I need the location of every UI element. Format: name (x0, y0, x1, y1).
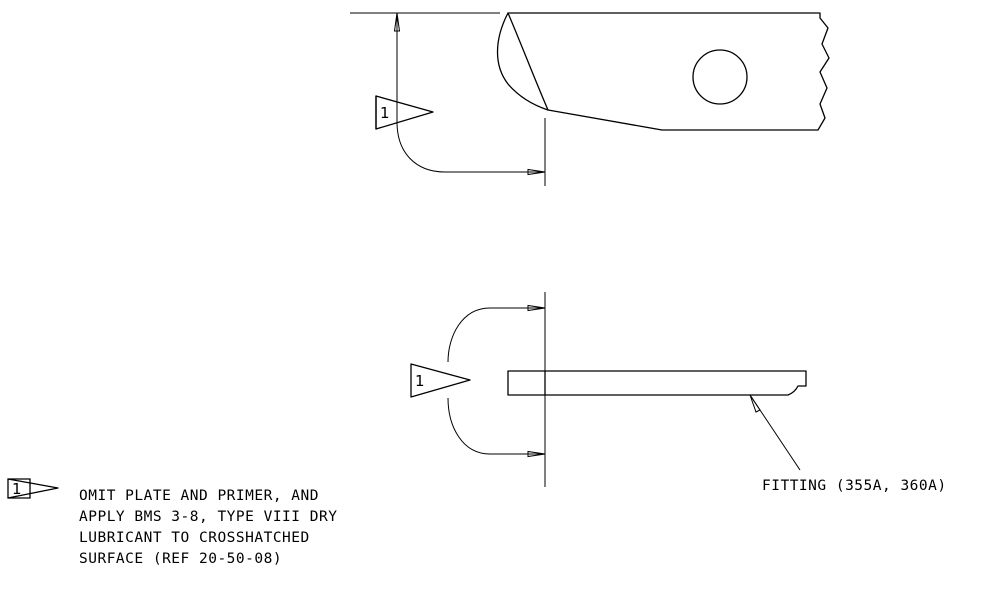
flag-note: 1 OMIT PLATE AND PRIMER, AND APPLY BMS 3… (7, 478, 337, 567)
callout-arrow-icon (749, 394, 761, 413)
bottom-flag-marker: 1 (410, 363, 471, 398)
top-leader-curve (396, 121, 545, 173)
arrow-right-upper-icon (527, 304, 546, 312)
flag-note-number: 1 (12, 480, 22, 498)
bottom-flag-number: 1 (415, 372, 425, 390)
bore-hole (692, 49, 748, 105)
flag-note-line-2: APPLY BMS 3-8, TYPE VIII DRY (79, 509, 337, 525)
top-flag-marker: 1 (375, 95, 434, 130)
flag-note-line-1: OMIT PLATE AND PRIMER, AND (79, 488, 319, 504)
bottom-hatched-surface (507, 370, 546, 396)
top-flag-number: 1 (380, 104, 390, 122)
top-hatched-surface (496, 12, 549, 111)
bottom-leader-upper (447, 307, 545, 363)
arrow-up-icon (393, 12, 401, 32)
bottom-view: 1 FITTING (355A, 360A) (410, 292, 947, 494)
top-view: 1 (350, 12, 830, 186)
callout-label: FITTING (355A, 360A) (762, 478, 947, 494)
bottom-fitting-plate (544, 370, 807, 396)
arrow-right-lower-icon (527, 450, 546, 458)
flag-note-line-4: SURFACE (REF 20-50-08) (79, 551, 282, 567)
top-fitting-body (507, 12, 830, 131)
arrow-right-icon (527, 168, 546, 176)
flag-note-line-3: LUBRICANT TO CROSSHATCHED (79, 530, 310, 546)
flag-note-marker (7, 478, 59, 499)
bottom-leader-lower (447, 397, 545, 455)
